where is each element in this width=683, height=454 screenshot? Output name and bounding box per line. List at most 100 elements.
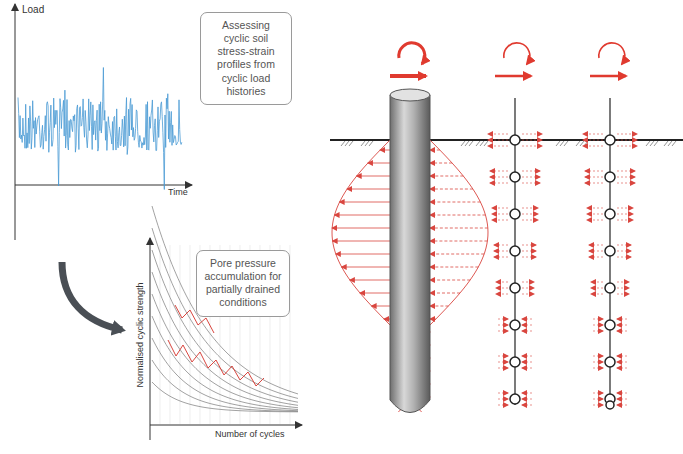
spring-arrow [617,282,629,283]
strength-curve [152,206,298,394]
reaction-arrow [430,241,487,242]
spring-arrow [488,146,508,147]
spring-arrow [498,325,508,326]
spring-arrow [617,399,627,400]
spring-arrow [522,294,534,295]
spring-arrow [585,171,603,172]
spring-arrow [617,257,631,258]
load-signal [18,68,182,190]
axis-label: Normalised cyclic strength [136,282,146,387]
pore-pressure-path [168,340,264,386]
spring-arrow [617,405,627,406]
spring-arrow [498,368,508,369]
spring-arrow [587,220,603,221]
hatch-stroke [668,141,672,146]
reaction-arrow [380,150,390,151]
spring-arrow [617,171,635,172]
spring-arrow [617,177,635,178]
reaction-arrow [357,176,390,177]
spring-arrow [522,362,532,363]
spring-arrow [522,288,534,289]
spring-arrow [617,319,627,320]
reaction-arrow [336,254,390,255]
box-text: Assessing cyclic soil stress-strain prof… [208,19,284,98]
hatch-stroke [469,141,473,146]
spring-arrow [617,294,629,295]
spring-arrow [522,134,542,135]
spring-arrow [593,362,603,363]
spring-node [510,357,520,367]
spring-arrow [591,288,603,289]
load-trace [18,68,182,190]
x-axis [150,425,302,426]
axis-label: Time [168,188,188,198]
spring-node [606,401,614,409]
spring-node [605,246,615,256]
spring-arrow [617,368,627,369]
spring-arrow [593,399,603,400]
hatch-stroke [476,141,480,146]
spring-node [605,357,615,367]
moment-arrow [599,43,625,64]
hatch-stroke [580,141,584,146]
spring-arrow [492,214,508,215]
spring-arrow [617,208,633,209]
spring-arrow [617,214,633,215]
spring-arrow [583,134,603,135]
spring-arrow [522,282,534,283]
reaction-arrow [368,163,390,164]
cyclic-strength-chart [150,206,302,440]
spring-arrow [593,393,603,394]
spring-arrow [583,140,603,141]
spring-arrow [593,356,603,357]
hatch-stroke [672,141,676,146]
hatch-stroke [345,141,349,146]
reaction-arrow [360,293,390,294]
reaction-arrow [342,267,390,268]
force-arrow [590,75,626,78]
spring-arrow [494,251,508,252]
spring-arrow [585,183,603,184]
spring-arrow [591,282,603,283]
y-axis [150,238,151,440]
spring-node [510,283,520,293]
spring-arrow [490,177,508,178]
spring-arrow [617,288,629,289]
spring-arrow [494,257,508,258]
spring-node [510,394,520,404]
strength-curve [152,250,298,402]
reaction-arrow [332,228,390,229]
box-text: Pore pressure accumulation for partially… [204,257,282,310]
spring-arrow [617,325,627,326]
flow-arrow [62,262,122,330]
spring-node [605,320,615,330]
spring-node [510,209,520,219]
spring-arrow [593,368,603,369]
pile [390,95,430,413]
y-axis [15,4,16,240]
hatch-stroke [461,141,465,146]
spring-arrow [522,220,538,221]
spring-node [510,246,520,256]
spring-arrow [589,251,603,252]
hatch-stroke [584,141,588,146]
reaction-arrow [347,189,390,190]
spring-arrow [498,331,508,332]
reaction-arrow [430,306,448,307]
force-arrow [495,75,531,78]
hatch-stroke [365,141,369,146]
reaction-arrow [430,189,473,190]
spring-arrow [617,134,637,135]
spring-arrow [522,399,532,400]
spring-arrow [585,177,603,178]
spring-arrow [593,325,603,326]
reaction-arrow [430,267,478,268]
spring-arrow [522,405,532,406]
spring-arrow [492,208,508,209]
spring-arrow [522,171,540,172]
spring-arrow [593,405,603,406]
spring-arrow [498,319,508,320]
spring-arrow [496,294,508,295]
spring-node [605,172,615,182]
